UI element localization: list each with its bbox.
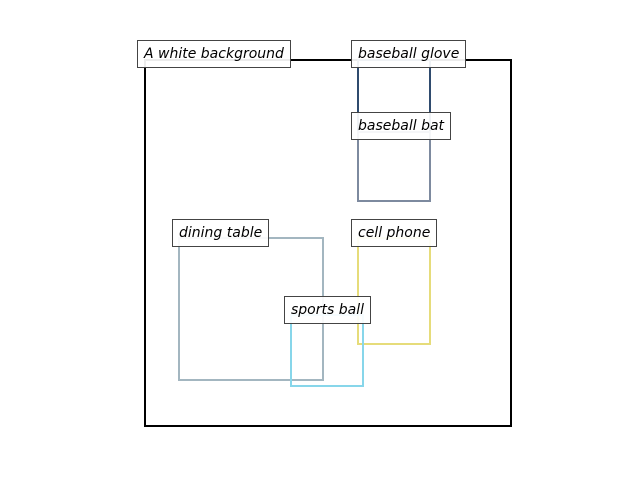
dining-table-label: dining table <box>172 219 270 247</box>
cell-phone-box <box>357 237 431 345</box>
baseball-glove-label: baseball glove <box>351 40 467 68</box>
sports-ball-label: sports ball <box>284 296 371 324</box>
baseball-bat-box <box>357 131 431 202</box>
canvas-frame <box>144 59 512 427</box>
cell-phone-label: cell phone <box>351 219 438 247</box>
baseball-bat-label: baseball bat <box>351 112 452 140</box>
background-label: A white background <box>137 40 291 68</box>
sports-ball-box <box>290 314 364 387</box>
